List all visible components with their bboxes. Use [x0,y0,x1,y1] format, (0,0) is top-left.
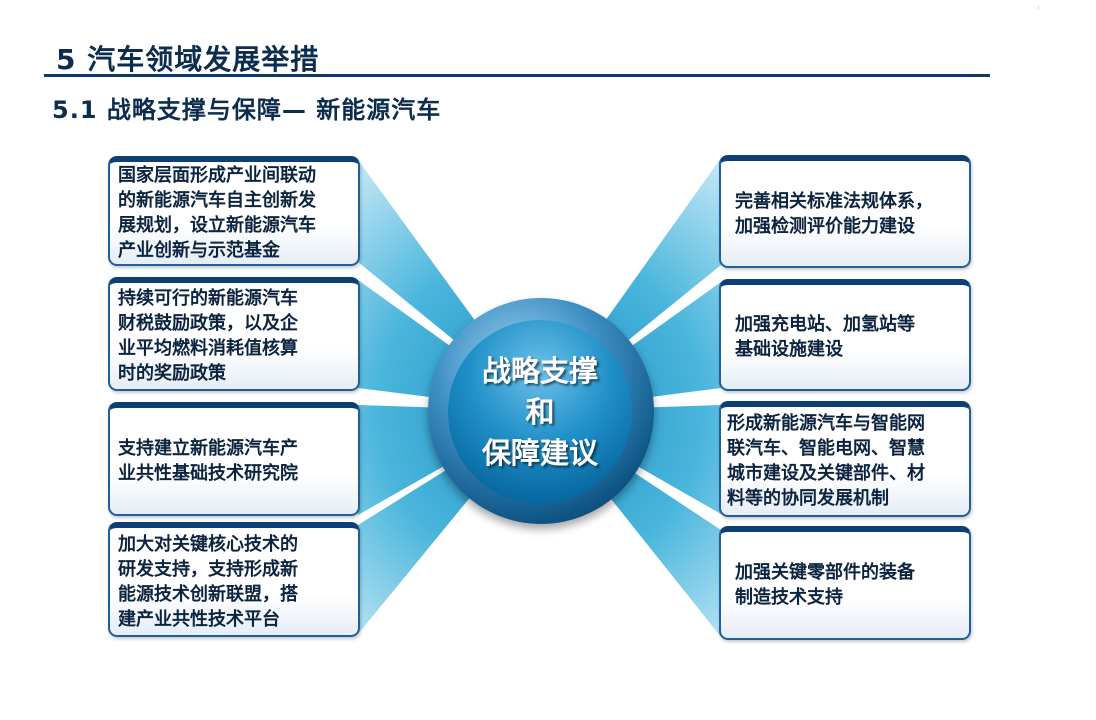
hub-circle: 战略支撑 和 保障建议 [448,320,632,504]
left-box-3-text: 支持建立新能源汽车产 业共性基础技术研究院 [118,436,298,486]
text-line: 加大对关键核心技术的 [118,533,298,555]
right-box-1-text: 完善相关标准法规体系， 加强检测评价能力建设 [735,189,933,239]
text-line: 料等的协同发展机制 [727,488,889,509]
text-line: 时的奖励政策 [118,363,226,384]
section-title: 5 汽车领域发展举措 [56,43,320,76]
text-line: 联汽车、智能电网、智慧 [727,438,925,459]
right-box-3: 形成新能源汽车与智能网 联汽车、智能电网、智慧 城市建设及关键部件、材 料等的协… [719,401,971,517]
text-line: 加强充电站、加氢站等 [735,314,915,335]
text-line: 支持建立新能源汽车产 [118,438,298,459]
text-line: 形成新能源汽车与智能网 [727,413,925,434]
text-line: 展规划，设立新能源汽车 [118,215,316,236]
left-box-4: 加大对关键核心技术的 研发支持，支持形成新 能源技术创新联盟，搭 建产业共性技术… [108,522,360,637]
right-box-4: 加强关键零部件的装备 制造技术支持 [719,526,971,640]
left-box-2: 持续可行的新能源汽车 财税鼓励政策，以及企 业平均燃料消耗值核算 时的奖励政策 [108,277,360,391]
right-box-4-text: 加强关键零部件的装备 制造技术支持 [735,560,915,610]
text-line: 的新能源汽车自主创新发 [118,190,316,211]
right-box-1: 完善相关标准法规体系， 加强检测评价能力建设 [719,155,971,268]
text-line: 城市建设及关键部件、材 [727,463,925,484]
left-box-3: 支持建立新能源汽车产 业共性基础技术研究院 [108,402,360,516]
text-line: 完善相关标准法规体系， [735,190,933,212]
left-box-1-text: 国家层面形成产业间联动 的新能源汽车自主创新发 展规划，设立新能源汽车 产业创新… [118,163,316,263]
corner-mark: ' [1036,4,1040,18]
text-line: 制造技术支持 [735,587,843,608]
text-line: 加强关键零部件的装备 [735,562,915,583]
text-line: 业共性基础技术研究院 [118,463,298,484]
text-line: 财税鼓励政策，以及企 [118,313,298,334]
text-line: 国家层面形成产业间联动 [118,165,316,186]
text-line: 产业创新与示范基金 [118,240,280,261]
text-line: 基础设施建设 [735,339,843,360]
text-line: 加强检测评价能力建设 [735,215,915,237]
hub-label-line-1: 战略支撑 [481,353,598,388]
left-box-4-text: 加大对关键核心技术的 研发支持，支持形成新 能源技术创新联盟，搭 建产业共性技术… [118,532,298,632]
text-line: 建产业共性技术平台 [118,608,280,630]
hub-label-line-3: 保障建议 [481,435,598,470]
hub-label-line-2: 和 [525,394,555,429]
text-line: 持续可行的新能源汽车 [118,288,298,309]
title-divider [44,74,990,77]
left-box-2-text: 持续可行的新能源汽车 财税鼓励政策，以及企 业平均燃料消耗值核算 时的奖励政策 [118,286,298,386]
left-box-1: 国家层面形成产业间联动 的新能源汽车自主创新发 展规划，设立新能源汽车 产业创新… [108,156,360,266]
text-line: 业平均燃料消耗值核算 [118,338,298,359]
text-line: 能源技术创新联盟，搭 [118,583,298,605]
right-box-3-text: 形成新能源汽车与智能网 联汽车、智能电网、智慧 城市建设及关键部件、材 料等的协… [727,411,925,511]
right-box-2: 加强充电站、加氢站等 基础设施建设 [719,279,971,391]
right-box-2-text: 加强充电站、加氢站等 基础设施建设 [735,312,915,362]
text-line: 研发支持，支持形成新 [118,558,298,580]
subsection-title: 5.1 战略支撑与保障— 新能源汽车 [52,96,442,124]
